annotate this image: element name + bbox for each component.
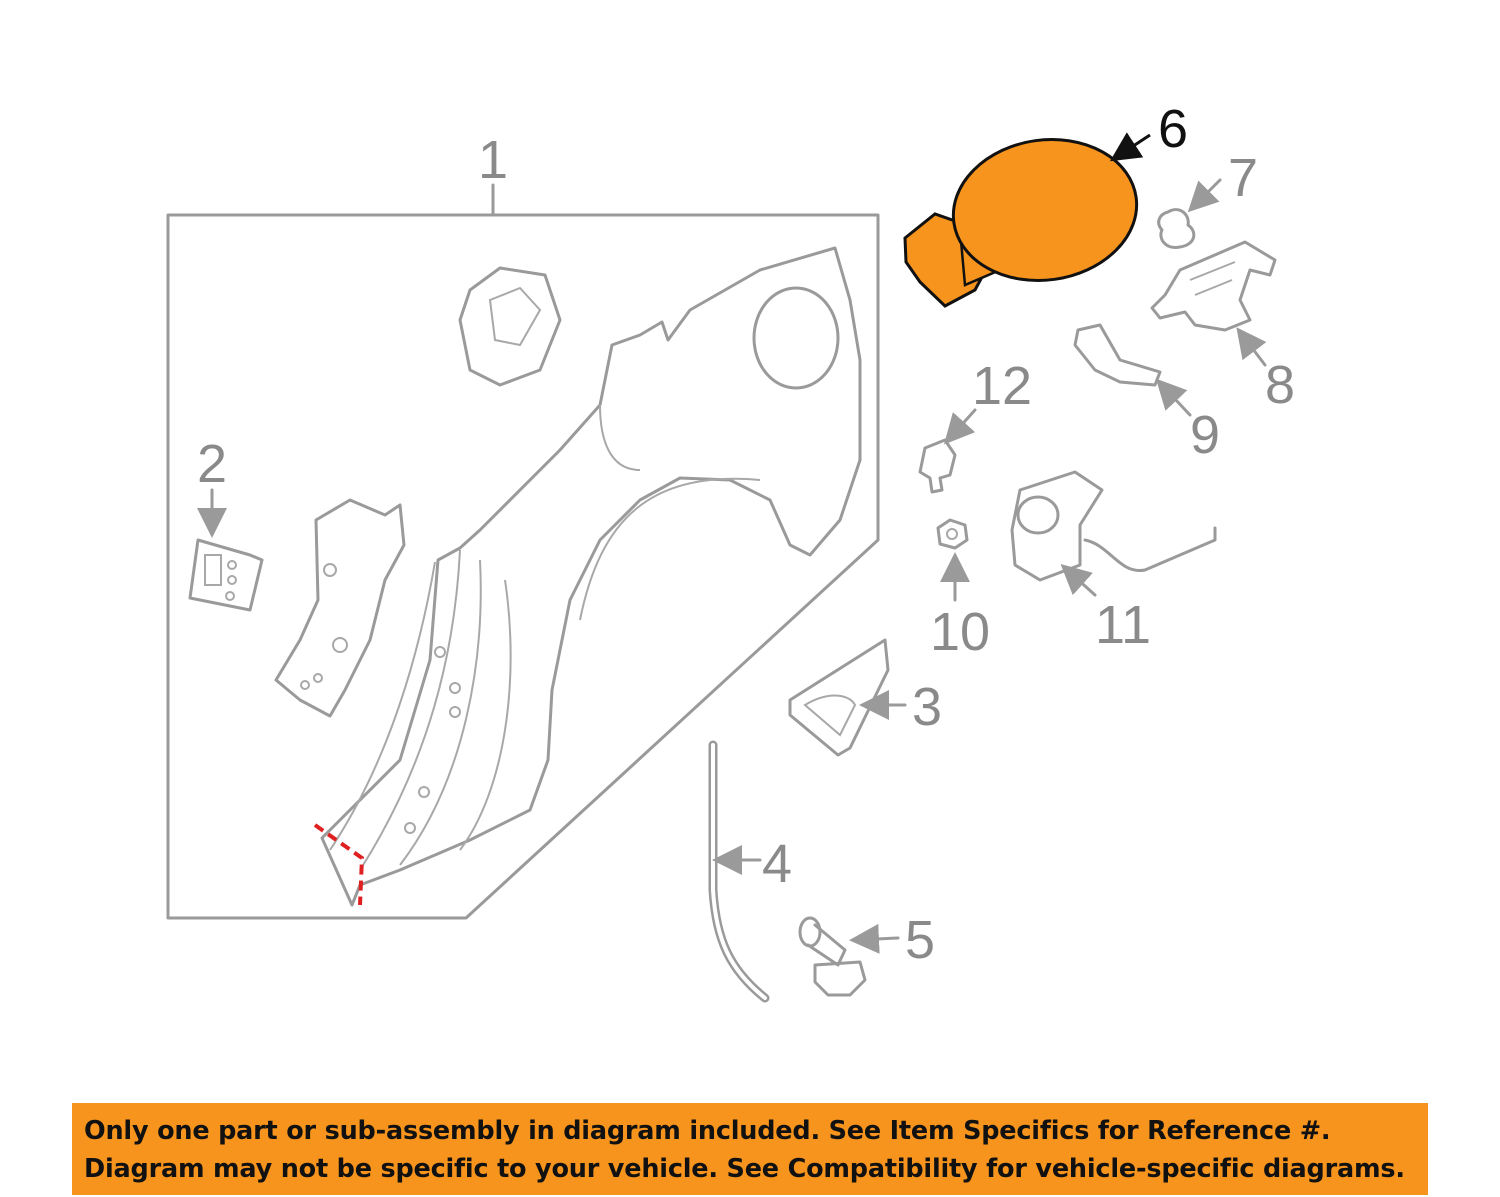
callout-8: 8 bbox=[1265, 355, 1295, 415]
callout-12: 12 bbox=[972, 356, 1032, 416]
part-10-nut bbox=[936, 518, 970, 602]
callout-9: 9 bbox=[1190, 405, 1220, 465]
part-2 bbox=[188, 488, 264, 612]
disclaimer-line-1: Only one part or sub-assembly in diagram… bbox=[84, 1116, 1331, 1146]
part-8-actuator bbox=[1150, 240, 1277, 367]
part-5-grommet bbox=[798, 916, 900, 997]
callout-6: 6 bbox=[1158, 99, 1188, 159]
part-1-assembly-box bbox=[166, 183, 880, 920]
callout-11: 11 bbox=[1095, 595, 1151, 655]
bracket bbox=[274, 498, 406, 718]
part-7-clip bbox=[1157, 178, 1222, 249]
part-6-fuel-door bbox=[903, 132, 1151, 308]
part-3 bbox=[788, 638, 907, 757]
callout-5: 5 bbox=[905, 910, 935, 970]
disclaimer-banner: Only one part or sub-assembly in diagram… bbox=[72, 1103, 1428, 1195]
part-9-bracket bbox=[1073, 323, 1192, 417]
callout-7: 7 bbox=[1228, 148, 1258, 208]
part-4-strip bbox=[708, 740, 770, 1003]
callout-1: 1 bbox=[478, 130, 508, 190]
disclaimer-line-2: Diagram may not be specific to your vehi… bbox=[84, 1154, 1405, 1184]
callout-4: 4 bbox=[762, 834, 792, 894]
part-11-cable bbox=[1010, 470, 1217, 597]
quarter-panel bbox=[313, 246, 862, 907]
callout-3: 3 bbox=[912, 677, 942, 737]
callout-2: 2 bbox=[197, 434, 227, 494]
fuel-filler-housing bbox=[458, 266, 562, 387]
part-12-clip bbox=[918, 408, 977, 494]
callout-10: 10 bbox=[930, 602, 990, 662]
cut-line bbox=[313, 823, 365, 906]
